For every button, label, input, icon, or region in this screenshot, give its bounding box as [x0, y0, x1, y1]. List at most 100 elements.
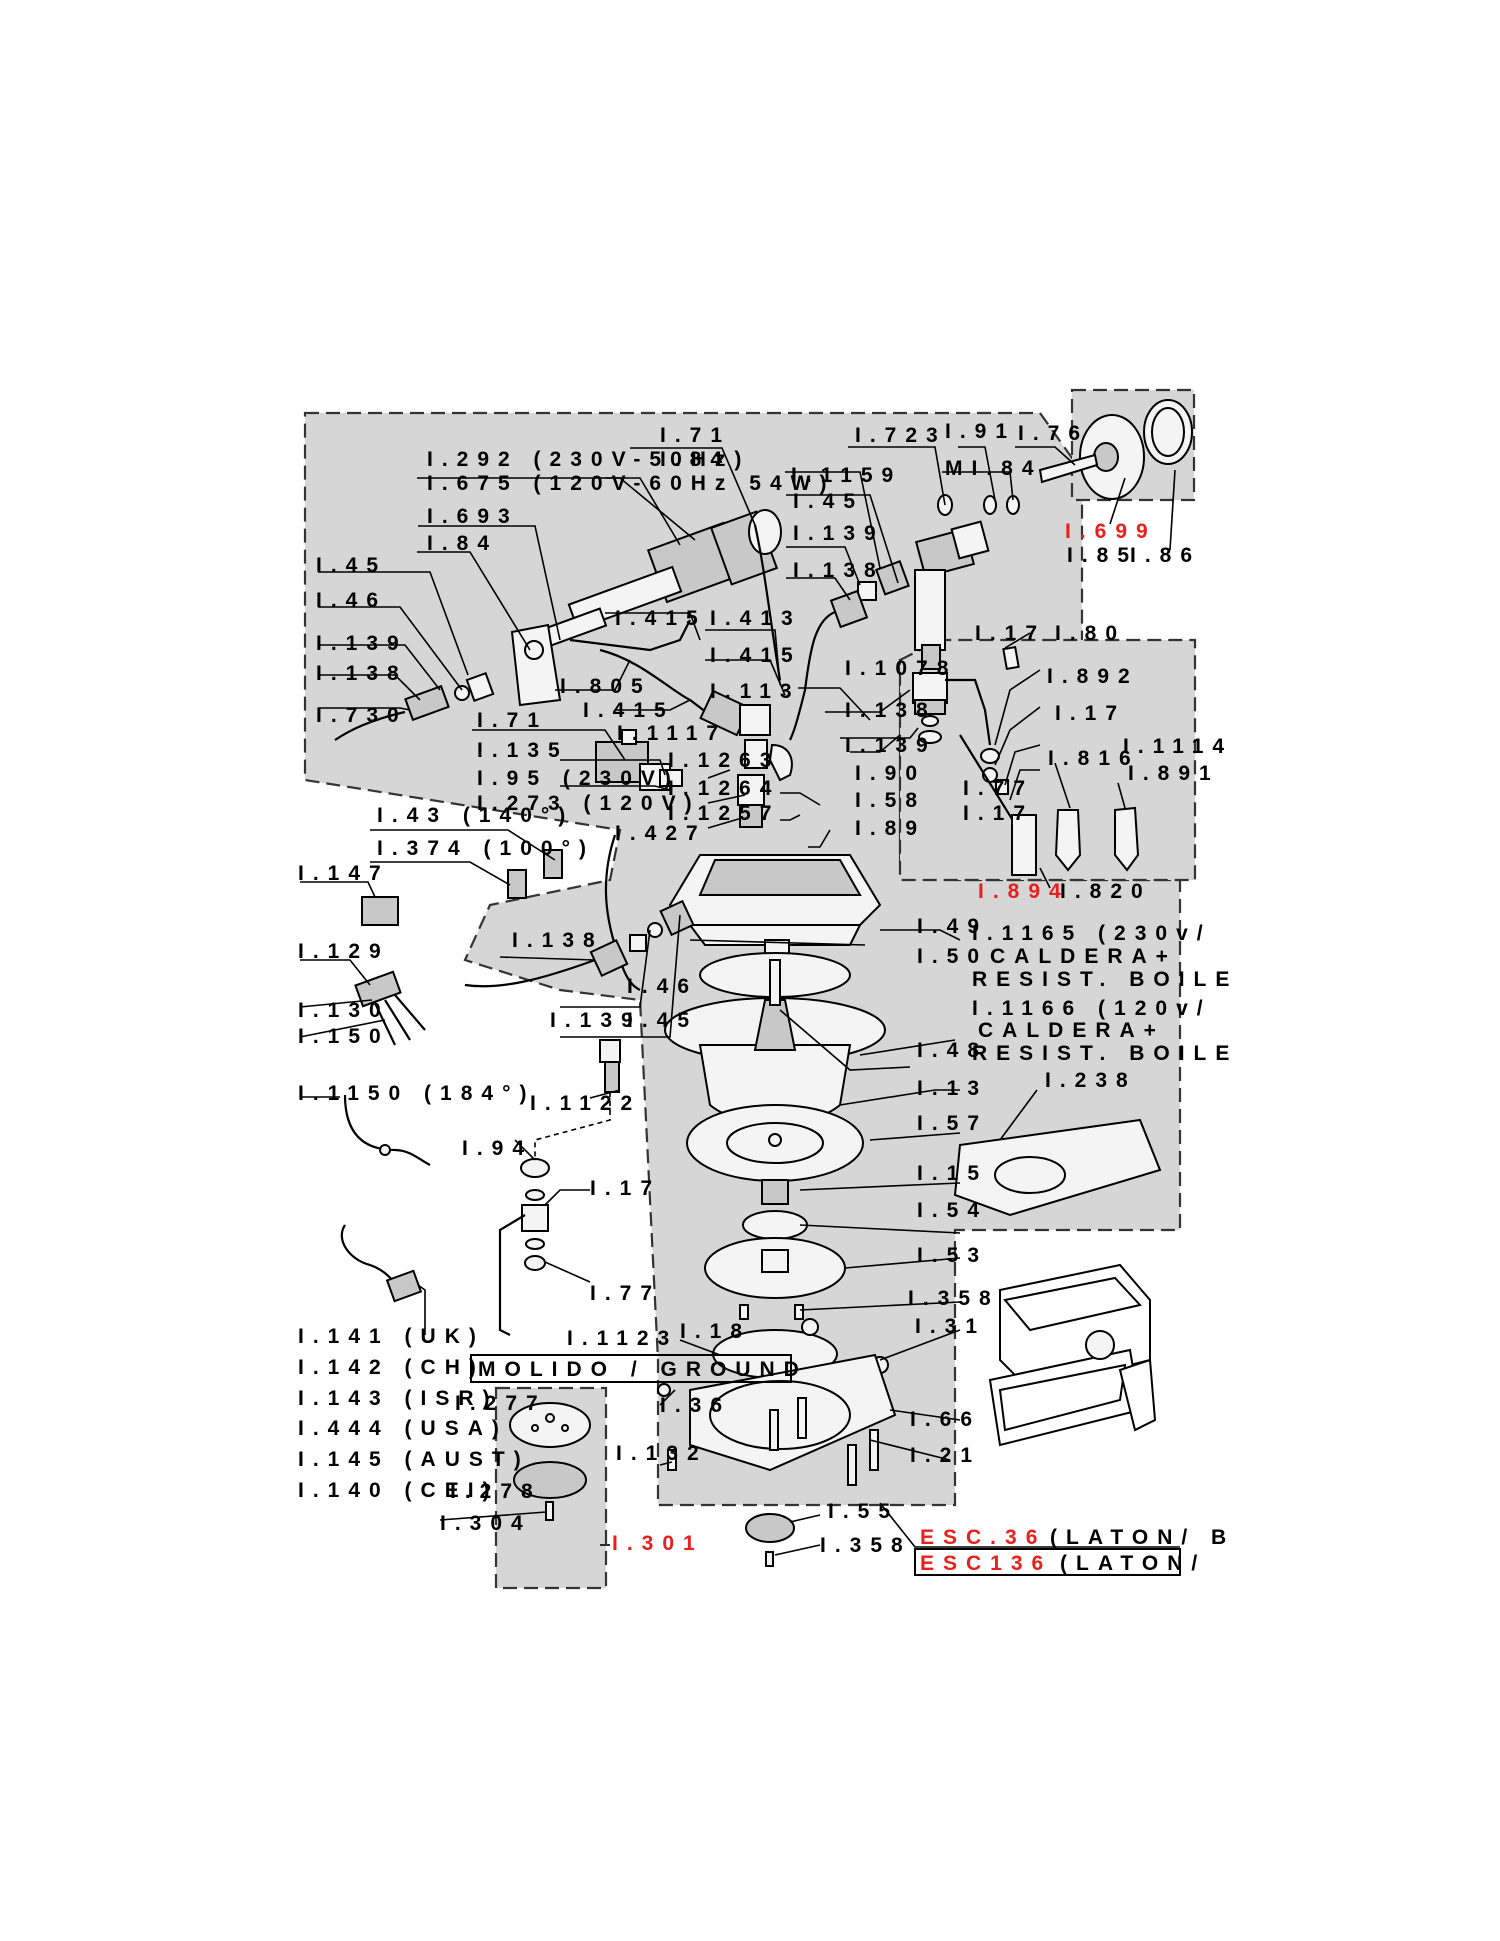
- label-i138-right: I.138: [793, 559, 885, 582]
- label-i45-low: I.45: [627, 1009, 698, 1032]
- label-i427: I.427: [615, 822, 707, 845]
- label-i723: I.723: [855, 424, 947, 447]
- mount-plate-i238: [953, 1118, 1162, 1217]
- label-i55: I.55: [828, 1500, 899, 1523]
- label-i273: I.273 (120V): [477, 792, 701, 815]
- label-i358a: I.358: [908, 1287, 1000, 1310]
- esc136-box: [914, 1548, 1181, 1576]
- label-i141: I.141 (UK): [298, 1325, 485, 1348]
- label-i46-left: I.46: [316, 589, 387, 612]
- screw-i21c: [847, 1444, 857, 1486]
- label-i130: I.130: [298, 999, 390, 1022]
- label-i805: I.805: [560, 675, 652, 698]
- screw-i21d: [869, 1429, 879, 1471]
- label-i132: I.132: [616, 1442, 708, 1465]
- label-i84b: I.84: [427, 532, 498, 555]
- label-i135: I.135: [477, 739, 569, 762]
- label-i1159: I.1159: [791, 464, 902, 487]
- label-i143: I.143 (ISR): [298, 1387, 499, 1410]
- label-i54: I.54: [917, 1199, 988, 1222]
- label-i1117: I.1117: [617, 722, 727, 745]
- screw-i358c: [765, 1551, 774, 1567]
- label-i77-right: I.77: [963, 777, 1034, 800]
- label-i48: I.48: [917, 1039, 988, 1062]
- filter-disc-i277: [509, 1402, 591, 1448]
- label-i36: I.36: [660, 1394, 731, 1417]
- thermostat-i43: [507, 849, 563, 899]
- part-labels: I.71 I.292 (230V-50Hz) I.675 (120V-60Hz …: [298, 420, 1238, 1575]
- label-i358b: I.358: [820, 1534, 912, 1557]
- pump-bracket: [510, 623, 562, 707]
- pump-part: [532, 509, 782, 651]
- label-i129: I.129: [298, 940, 390, 963]
- label-i21: I.21: [910, 1444, 981, 1467]
- label-i13: I.13: [917, 1077, 988, 1100]
- hose-i413: [599, 648, 711, 716]
- label-i693: I.693: [427, 505, 519, 528]
- capacitor-i147: [361, 896, 399, 926]
- label-i139-left: I.139: [316, 632, 408, 655]
- label-i53: I.53: [917, 1244, 988, 1267]
- nut-i31a: [801, 1318, 819, 1336]
- label-i139-mid: I.139: [845, 734, 937, 757]
- label-i892: I.892: [1047, 665, 1139, 688]
- label-i80: I.80: [1055, 622, 1126, 645]
- label-i415a: I.415: [615, 607, 707, 630]
- label-i1166: I.1166 (120v/: [972, 997, 1212, 1020]
- steam-knob: [1038, 399, 1193, 500]
- screw-i304: [545, 1501, 554, 1521]
- label-i57: I.57: [917, 1112, 988, 1135]
- sensor-i1122: [534, 1039, 621, 1160]
- steam-nozzle: [914, 494, 990, 670]
- label-i301: I.301: [612, 1532, 704, 1555]
- label-i66: I.66: [910, 1408, 981, 1431]
- screw-i358b: [794, 1304, 804, 1320]
- label-i699: I.699: [1065, 520, 1157, 543]
- label-caldera2: CALDERA+: [978, 1019, 1165, 1042]
- label-i71-top: I.71: [660, 424, 731, 447]
- label-mi84: MI.84: [945, 457, 1043, 480]
- label-i1078: I.1078: [845, 657, 957, 680]
- label-i150: I.150: [298, 1025, 390, 1048]
- lower-left-fittings: [498, 1158, 550, 1336]
- low-fittings: [464, 899, 695, 988]
- filter-cone-i816: [1054, 809, 1082, 872]
- label-i415b: I.415: [710, 644, 802, 667]
- label-resist2: RESIST. BOILE: [972, 1042, 1238, 1065]
- label-i58: I.58: [855, 789, 926, 812]
- label-i17-low: I.17: [590, 1177, 661, 1200]
- wire-terminals: [354, 970, 426, 1046]
- label-i142: I.142 (CH): [298, 1356, 485, 1379]
- label-i1165: I.1165 (230v/: [972, 922, 1212, 945]
- label-i304: I.304: [440, 1512, 532, 1535]
- label-i413: I.413: [710, 607, 802, 630]
- pipe-i71: [753, 524, 782, 681]
- label-i1122: I.1122: [530, 1092, 641, 1115]
- label-caldera1: CALDERA+: [990, 945, 1177, 968]
- label-i1264: I.1264: [668, 777, 780, 800]
- label-i1263: I.1263: [668, 749, 780, 772]
- left-tube-fittings: [334, 671, 495, 741]
- label-i86: I.86: [1130, 544, 1201, 567]
- label-i374: I.374 (100°): [377, 837, 595, 860]
- label-i238: I.238: [1045, 1069, 1137, 1092]
- label-i816: I.816: [1048, 747, 1140, 770]
- label-i76: I.76: [1018, 422, 1089, 445]
- ring-i54: [742, 1210, 808, 1240]
- label-laton2: (LATON/: [1060, 1552, 1206, 1575]
- label-i17-right: I.17: [1055, 702, 1126, 725]
- label-i18: I.18: [680, 1320, 751, 1343]
- label-i46-low: I.46: [627, 975, 698, 998]
- label-i145: I.145 (AUST): [298, 1448, 530, 1471]
- label-i891: I.891: [1128, 762, 1220, 785]
- label-i50: I.50: [917, 945, 988, 968]
- screw-i358a: [739, 1304, 749, 1320]
- nozzle-fitting: [789, 560, 910, 741]
- filter-screen-i55: [745, 1513, 795, 1543]
- label-laton1: (LATON/ B: [1050, 1526, 1235, 1549]
- molido-box: [470, 1354, 792, 1383]
- label-i95: I.95 (230V): [477, 767, 680, 790]
- valve-block: [699, 689, 793, 828]
- boiler-body: [664, 959, 886, 1125]
- label-i45-right: I.45: [793, 490, 864, 513]
